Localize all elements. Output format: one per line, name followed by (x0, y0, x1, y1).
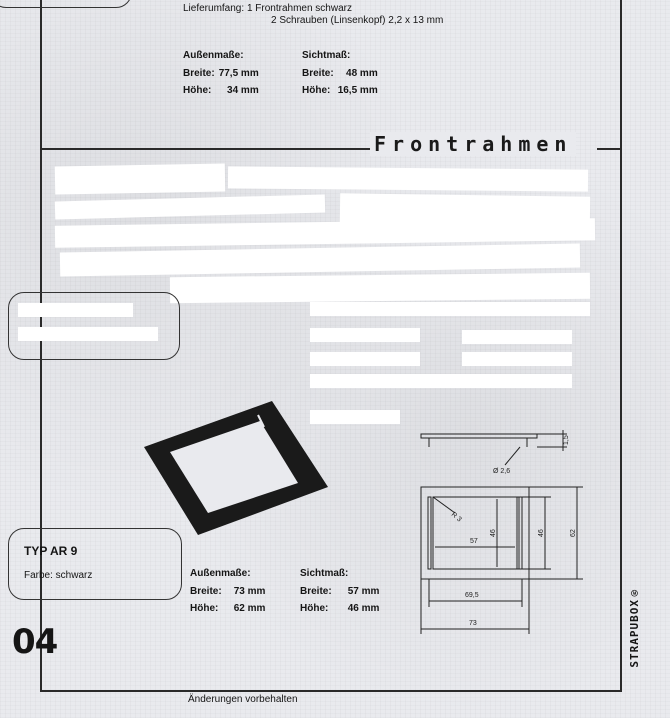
frame-photo-window (170, 421, 298, 513)
hole-leader (504, 446, 521, 466)
section-divider-left (40, 148, 370, 150)
frame-photo-screw (257, 414, 265, 428)
top-view-width: 48 mm (346, 68, 378, 79)
dim-outer-height: 62 (570, 529, 577, 537)
dim-outer-width: 73 (469, 620, 477, 627)
bleed-text-1 (568, 44, 571, 55)
product-outer-width: 73 mm (233, 586, 266, 597)
product-view-height: 46 mm (347, 603, 380, 614)
redacted-block-7 (169, 272, 591, 304)
top-outer-width: 77,5 mm (218, 68, 259, 79)
profile-bar (420, 433, 538, 439)
top-outer-height: 34 mm (227, 85, 259, 96)
top-view-width-label: Breite: (302, 68, 334, 79)
scope-label: Lieferumfang: (183, 3, 245, 14)
product-view-width: 57 mm (347, 586, 380, 597)
dim-radius: R 3 (450, 511, 463, 523)
dim-inner-width: 57 (470, 538, 478, 545)
dim-top-height: 1,5 (563, 435, 570, 445)
redacted-pill-text-1 (18, 303, 133, 317)
scope-block: Lieferumfang: 1 Frontrahmen schwarz 2 Sc… (183, 3, 443, 27)
product-outer-title: Außenmaße: (190, 568, 251, 579)
product-color: Farbe: schwarz (24, 570, 93, 581)
redacted-block-8 (310, 302, 590, 316)
product-view-title: Sichtmaß: (300, 568, 349, 579)
product-outer-dims: Außenmaße: Breite: 73 mm Höhe: 62 mm (190, 568, 269, 615)
front-screw-right (518, 496, 523, 570)
radius-leader (432, 496, 456, 514)
dim-inner-height: 46 (490, 529, 497, 537)
dim-mid-height: 46 (538, 529, 545, 537)
top-view-title: Sichtmaß: (302, 50, 351, 61)
page-number: 04 (12, 622, 58, 662)
redacted-block-3 (227, 166, 589, 192)
brand-logo: STRAPUBOX® (628, 585, 641, 668)
product-type-pill (8, 528, 182, 600)
top-view-height: 16,5 mm (337, 85, 378, 96)
frame-photo (144, 401, 328, 535)
redacted-block-9 (310, 328, 420, 342)
redacted-block-1 (54, 163, 226, 195)
redacted-type-pill (8, 292, 180, 360)
product-type: TYP AR 9 (24, 544, 78, 558)
redacted-block-12 (462, 352, 572, 366)
front-inner (432, 496, 518, 570)
redacted-block-14 (310, 410, 400, 424)
product-view-width-label: Breite: (300, 586, 332, 597)
dim-hole: Ø 2,6 (493, 468, 510, 475)
footer-note: Änderungen vorbehalten (188, 694, 298, 705)
bottom-border-line (40, 690, 622, 692)
product-outer-height: 62 mm (233, 603, 266, 614)
right-border-line (620, 0, 622, 690)
product-outer-height-label: Höhe: (190, 603, 219, 614)
product-outer-width-label: Breite: (190, 586, 222, 597)
top-view-height-label: Höhe: (302, 85, 331, 96)
top-outer-title: Außenmaße: (183, 50, 244, 61)
top-outer-width-label: Breite: (183, 68, 215, 79)
front-screw-left (427, 496, 432, 570)
redacted-block-11 (310, 352, 420, 366)
top-outer-dims: Außenmaße: Breite:77,5 mm Höhe: 34 mm (183, 50, 263, 97)
redacted-block-10 (462, 330, 572, 344)
product-view-dims: Sichtmaß: Breite: 57 mm Höhe: 46 mm (300, 568, 383, 615)
left-border-line (40, 0, 42, 690)
section-divider-right (597, 148, 620, 150)
product-view-height-label: Höhe: (300, 603, 329, 614)
scope-line-2: 2 Schrauben (Linsenkopf) 2,2 x 13 mm (271, 15, 444, 26)
redacted-pill-text-2 (18, 327, 158, 341)
dim-mount: 69,5 (465, 592, 479, 599)
top-partial-pill (0, 0, 132, 8)
front-outer (420, 486, 530, 580)
scope-line-1: 1 Frontrahmen schwarz (246, 3, 352, 14)
section-title: Frontrahmen (370, 132, 577, 156)
top-view-dims: Sichtmaß: Breite: 48 mm Höhe: 16,5 mm (302, 50, 382, 97)
top-outer-height-label: Höhe: (183, 85, 212, 96)
technical-drawing: 1,5 Ø 2,6 R 3 57 46 46 62 69,5 73 (420, 430, 583, 634)
redacted-block-13 (310, 374, 572, 388)
